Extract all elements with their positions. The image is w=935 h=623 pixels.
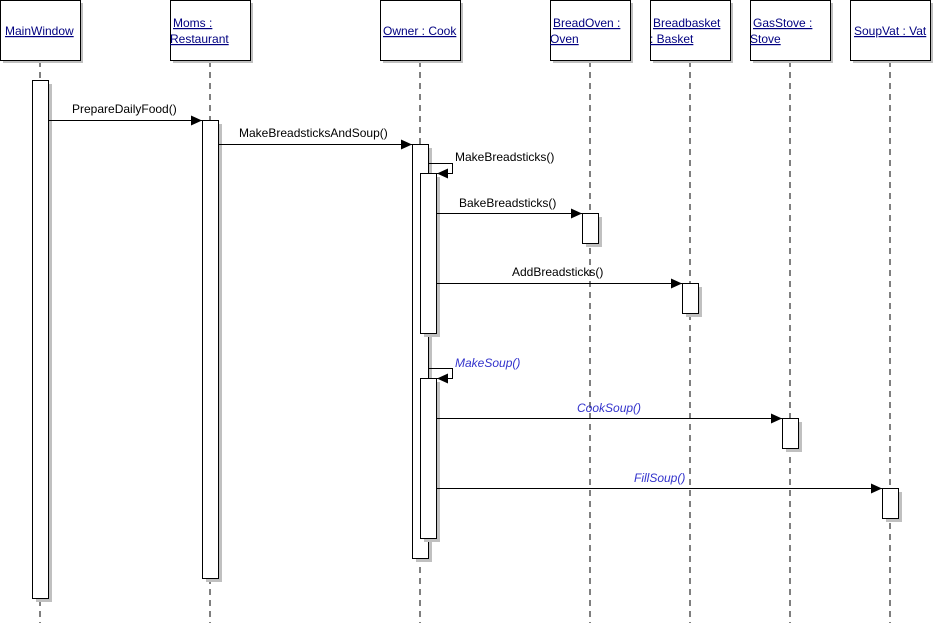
message-cooksoup[interactable]: CookSoup() [437,401,782,424]
messages: PrepareDailyFood() MakeBreadsticksAndSou… [49,102,882,494]
header-label-line1: GasStove : [753,16,812,30]
message-label: BakeBreadsticks() [459,196,556,210]
message-addbreadsticks[interactable]: AddBreadsticks() [437,265,682,289]
header-soupvat[interactable]: SoupVat : Vat [850,0,934,64]
message-label: FillSoup() [634,471,685,485]
activation-moms[interactable] [202,120,223,583]
header-owner[interactable]: Owner : Cook [380,0,464,64]
activations [32,80,903,603]
header-breadbasket[interactable]: Breadbasket : Basket [650,0,733,64]
message-arrow [429,163,453,179]
header-label-line2: Oven [550,32,579,46]
lifeline-headers: MainWindow Moms : Restaurant Owner : Coo… [0,0,934,64]
header-label: SoupVat : Vat [854,24,927,38]
message-label: MakeBreadsticksAndSoup() [239,126,388,140]
header-label-line2: Stove [750,32,781,46]
message-bakebreadsticks[interactable]: BakeBreadsticks() [437,196,582,219]
header-label: MainWindow [5,24,74,38]
message-label: CookSoup() [577,401,641,415]
message-makebreadsticksandsoup[interactable]: MakeBreadsticksAndSoup() [219,126,412,150]
activation-breadbasket[interactable] [682,283,703,318]
header-label-line1: Breadbasket [653,16,721,30]
header-label-line2: Restaurant [170,32,229,46]
message-label: MakeBreadsticks() [455,150,554,164]
header-label-line1: BreadOven : [553,16,620,30]
message-makebreadsticks[interactable]: MakeBreadsticks() [429,150,554,179]
activation-soupvat[interactable] [882,488,903,523]
message-fillsoup[interactable]: FillSoup() [437,471,882,494]
message-preparedailyfood[interactable]: PrepareDailyFood() [49,102,202,126]
header-label-line2: : Basket [650,32,694,46]
header-moms[interactable]: Moms : Restaurant [170,0,253,64]
message-arrow [429,368,453,384]
activation-owner-makesoup[interactable] [420,378,441,543]
header-gasstove[interactable]: GasStove : Stove [750,0,833,64]
message-label: PrepareDailyFood() [72,102,177,116]
header-label: Owner : Cook [383,24,457,38]
header-breadoven[interactable]: BreadOven : Oven [550,0,633,64]
activation-mainwindow[interactable] [32,80,53,603]
header-label-line1: Moms : [173,16,212,30]
lifelines [39,61,891,623]
header-mainwindow[interactable]: MainWindow [0,0,84,64]
activation-gasstove[interactable] [782,418,803,453]
message-label: MakeSoup() [455,356,520,370]
activation-owner-makebreadsticks[interactable] [420,173,441,338]
message-makesoup[interactable]: MakeSoup() [429,356,520,384]
message-label: AddBreadsticks() [512,265,603,279]
activation-breadoven[interactable] [582,213,603,248]
